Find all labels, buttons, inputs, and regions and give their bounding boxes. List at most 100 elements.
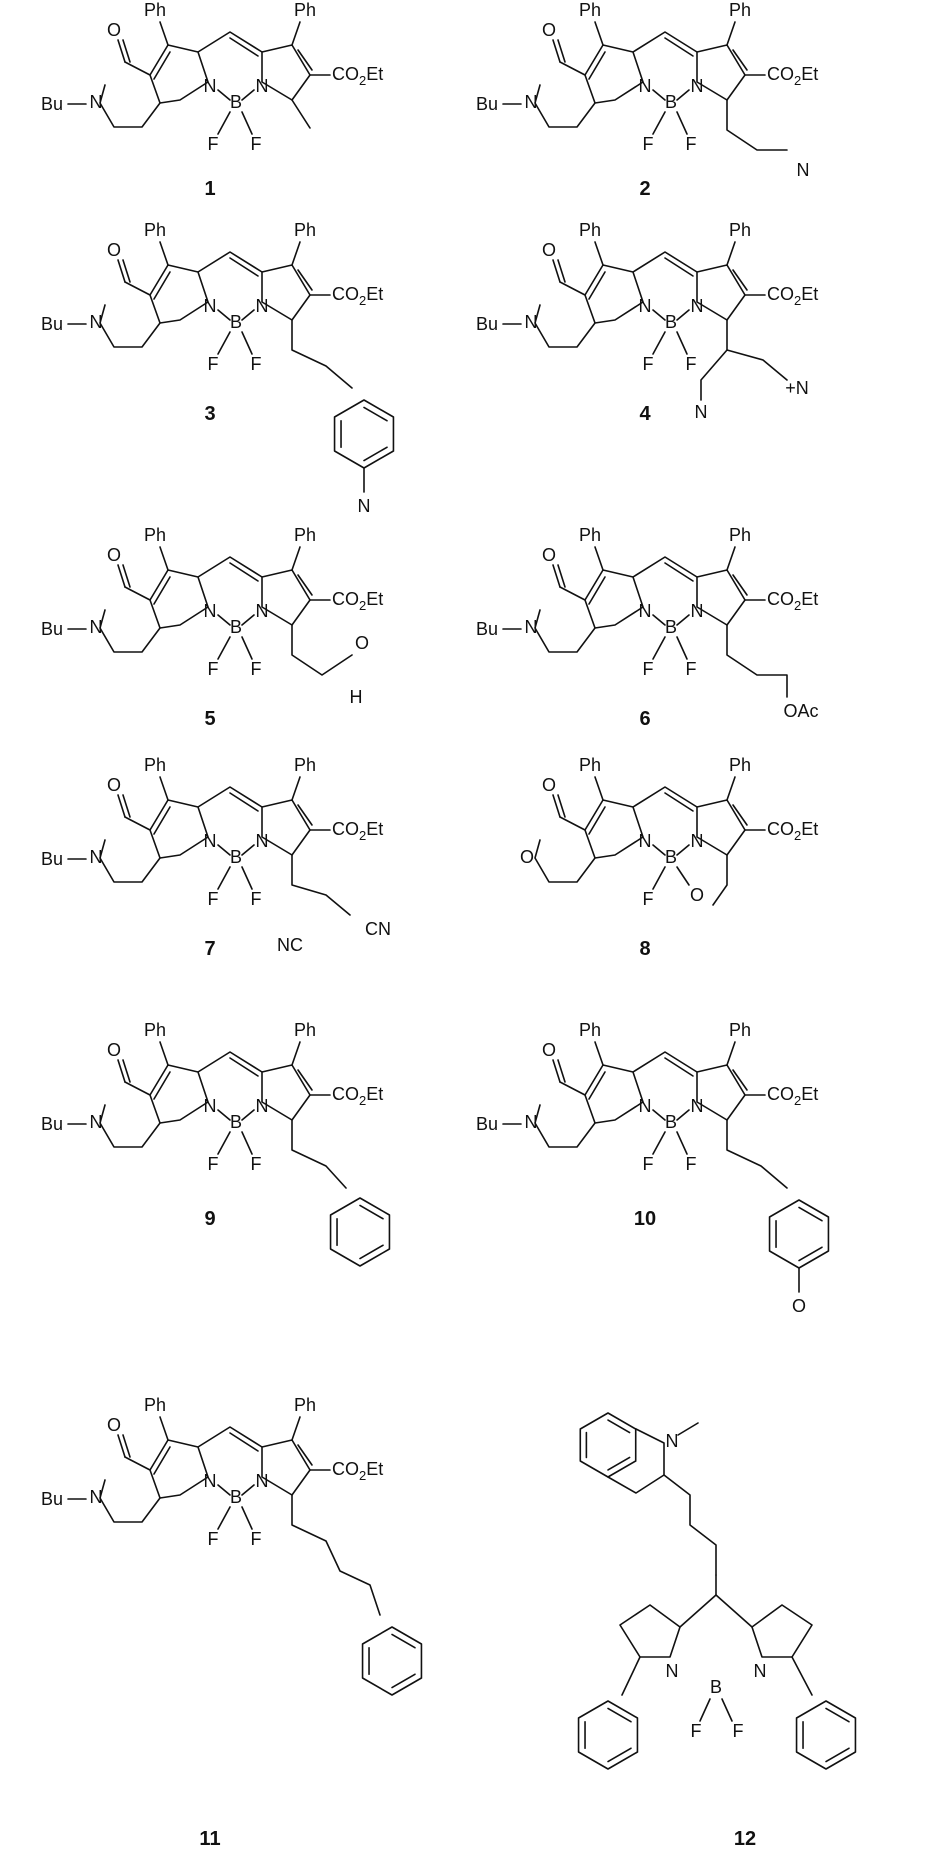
b-f-bond	[652, 111, 666, 135]
aromatic-bond	[607, 1747, 632, 1763]
fluorine: F	[643, 354, 654, 374]
butyl-label: Bu	[476, 1114, 498, 1134]
nitrogen-left: N	[639, 296, 652, 316]
fluorine: F	[643, 889, 654, 909]
carbonyl-bond	[557, 39, 566, 63]
iminium-nitrogen: +N	[785, 378, 809, 398]
ph-bond	[726, 1041, 736, 1066]
carbonyl-bond	[122, 39, 131, 63]
carbonyl-bond	[122, 564, 131, 588]
b-n-bond	[241, 844, 255, 856]
acetoxy-label: OAc	[783, 701, 818, 721]
carbonyl-oxygen: O	[542, 1040, 556, 1060]
double-bond	[153, 51, 171, 80]
ph-bond	[594, 1041, 604, 1066]
b-f-bond	[676, 111, 688, 135]
boron: B	[665, 617, 677, 637]
carbonyl-bond	[117, 1434, 126, 1458]
double-bond	[153, 806, 171, 835]
meso-bridge	[197, 556, 263, 578]
butyl-label: Bu	[476, 314, 498, 334]
compound-number-label: 6	[639, 708, 650, 730]
phenyl-ring-right	[795, 1700, 857, 1770]
double-bond	[732, 1069, 748, 1091]
carbonyl-bond	[557, 259, 566, 283]
meso-bridge	[632, 556, 698, 578]
pyridone-ring	[534, 816, 596, 883]
amide-nitrogen: N	[90, 617, 103, 637]
amide-nitrogen: N	[90, 1487, 103, 1507]
ester-label: CO2Et	[332, 819, 383, 843]
fluorine: F	[733, 1721, 744, 1741]
meso-bridge	[632, 786, 698, 808]
methyl-bond	[291, 99, 311, 129]
b-n-bond	[241, 1484, 255, 1496]
carbonyl-oxygen: O	[107, 1040, 121, 1060]
double-bond	[229, 257, 259, 277]
carbonyl-oxygen: O	[107, 20, 121, 40]
carbonyl-bond	[122, 794, 131, 818]
amide-nitrogen: N	[525, 312, 538, 332]
pyridone-ring	[99, 1081, 161, 1148]
aromatic-bond	[391, 1633, 416, 1649]
fluorine: F	[643, 659, 654, 679]
double-bond	[664, 37, 694, 57]
nitrogen-left: N	[204, 296, 217, 316]
butyl-label: Bu	[41, 1489, 63, 1509]
ph-bond	[159, 1041, 169, 1066]
nitrogen-right: N	[754, 1661, 767, 1681]
ph-label-right: Ph	[729, 525, 751, 545]
carbonyl-oxygen: O	[542, 240, 556, 260]
b-f-bond	[652, 866, 666, 890]
carbonyl-bond	[552, 39, 561, 63]
ph-label-left: Ph	[144, 1395, 166, 1415]
right-pyrrole-ring	[261, 264, 311, 321]
pyridone-ring	[99, 586, 161, 653]
methoxy-oxygen: O	[792, 1296, 806, 1316]
ph-bond	[726, 546, 736, 571]
double-bond	[153, 1446, 171, 1475]
fluorine: F	[208, 134, 219, 154]
b-n-bond	[652, 614, 666, 626]
b-f-bond	[217, 1131, 231, 1155]
carbonyl-bond	[117, 794, 126, 818]
ester-label: CO2Et	[767, 1084, 818, 1108]
vinamidinium-left	[700, 319, 728, 401]
ph-bond	[291, 776, 301, 801]
carbonyl-bond	[122, 259, 131, 283]
carbonyl-bond	[117, 259, 126, 283]
aldehyde-hydrogen: H	[350, 687, 363, 707]
compound-number-label: 2	[639, 178, 650, 200]
aldehyde-chain	[291, 624, 353, 676]
ph-bond	[159, 1416, 169, 1441]
fluorine: F	[251, 1529, 262, 1549]
fluorine: F	[251, 659, 262, 679]
boron: B	[230, 1487, 242, 1507]
aryl-ring	[333, 399, 395, 469]
ph-bond	[726, 21, 736, 46]
butyl-label: Bu	[476, 619, 498, 639]
polymethine-chain	[663, 1474, 717, 1576]
ester-label: CO2Et	[767, 64, 818, 88]
carbonyl-bond	[122, 1434, 131, 1458]
ring-oxygen: O	[520, 847, 534, 867]
aromatic-bond	[607, 1707, 632, 1723]
ph-bond	[726, 241, 736, 266]
double-bond	[664, 562, 694, 582]
carbonyl-bond	[117, 1059, 126, 1083]
ph-bond	[726, 776, 736, 801]
dimethylamino-nitrogen: N	[797, 160, 810, 180]
right-pyrrole-ring	[261, 569, 311, 626]
ph-bond	[291, 1041, 301, 1066]
double-bond	[588, 271, 606, 300]
b-f-bond	[241, 1506, 253, 1530]
ph-bond	[594, 21, 604, 46]
aromatic-bond	[798, 1206, 823, 1222]
fluorine: F	[251, 134, 262, 154]
